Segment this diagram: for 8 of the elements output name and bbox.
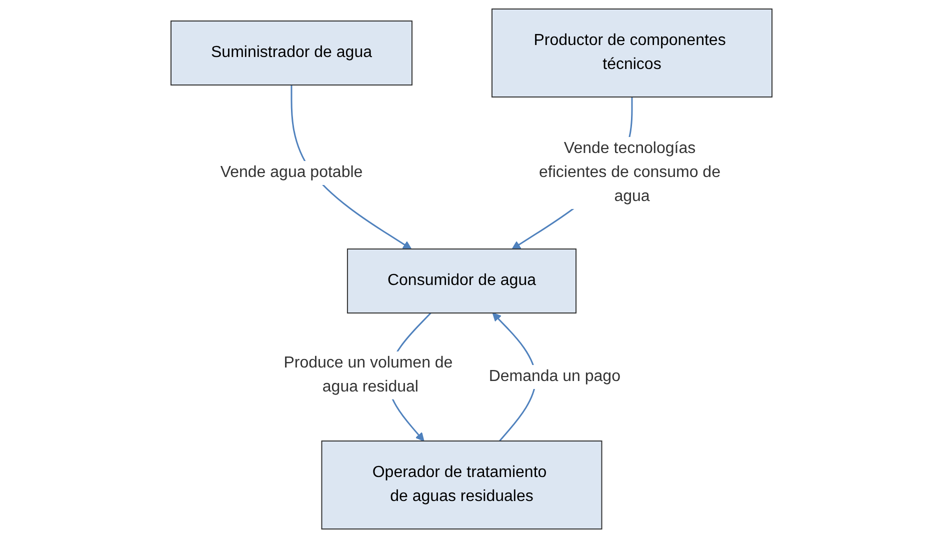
node-box: Operador de tratamiento de aguas residuales (321, 440, 602, 529)
edge-label: Vende agua potable (220, 164, 363, 180)
node-box: Suministrador de agua (170, 20, 412, 85)
edge-label: Vende tecnologías eficientes de consumo de agua (539, 140, 720, 204)
edge-label: Produce un volumen de agua residual (284, 354, 453, 395)
node-box: Consumidor de agua (346, 248, 576, 313)
edge-label: Demanda un pago (488, 368, 620, 384)
node-box: Productor de componentes técnicos (491, 8, 772, 97)
